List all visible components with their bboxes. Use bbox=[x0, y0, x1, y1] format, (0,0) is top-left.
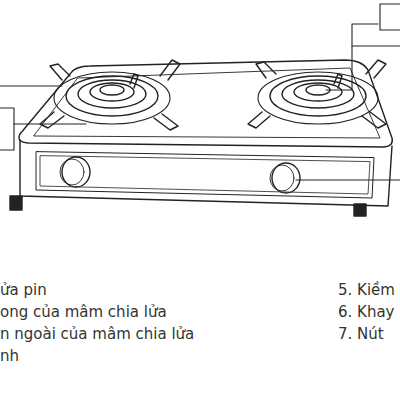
callout-label: 6. Khay bbox=[338, 303, 395, 321]
label-position: ong của mâm chia lửa bbox=[0, 303, 167, 321]
label-position: ửa pin bbox=[0, 281, 47, 299]
top-inner-rim bbox=[34, 68, 380, 138]
callout-label: 7. Nút bbox=[338, 325, 384, 343]
control-knob-face bbox=[60, 159, 84, 185]
label-position: 6. Khay bbox=[338, 303, 395, 321]
label-position: nh bbox=[0, 347, 19, 365]
part-name: ửa pin bbox=[0, 281, 47, 299]
part-name: ong của mâm chia lửa bbox=[0, 303, 167, 321]
foot bbox=[10, 196, 22, 210]
callout-label: 5. Kiềm bbox=[338, 281, 395, 299]
control-panel-inner bbox=[40, 156, 370, 194]
stove-top bbox=[19, 60, 392, 147]
control-knob-face bbox=[270, 165, 294, 191]
right-burner bbox=[248, 60, 386, 128]
label-position: 7. Nút bbox=[338, 325, 384, 343]
label-position: 5. Kiềm bbox=[338, 281, 395, 299]
control-knob bbox=[62, 157, 90, 187]
label-position: n ngoài của mâm chia lửa bbox=[0, 325, 194, 343]
front-panel bbox=[20, 140, 392, 206]
control-knob bbox=[272, 163, 300, 193]
left-burner bbox=[40, 60, 180, 130]
control-panel bbox=[36, 152, 374, 198]
leader-lines bbox=[0, 4, 400, 180]
part-name: n ngoài của mâm chia lửa bbox=[0, 325, 194, 343]
part-name: nh bbox=[0, 347, 19, 365]
foot bbox=[354, 204, 366, 216]
